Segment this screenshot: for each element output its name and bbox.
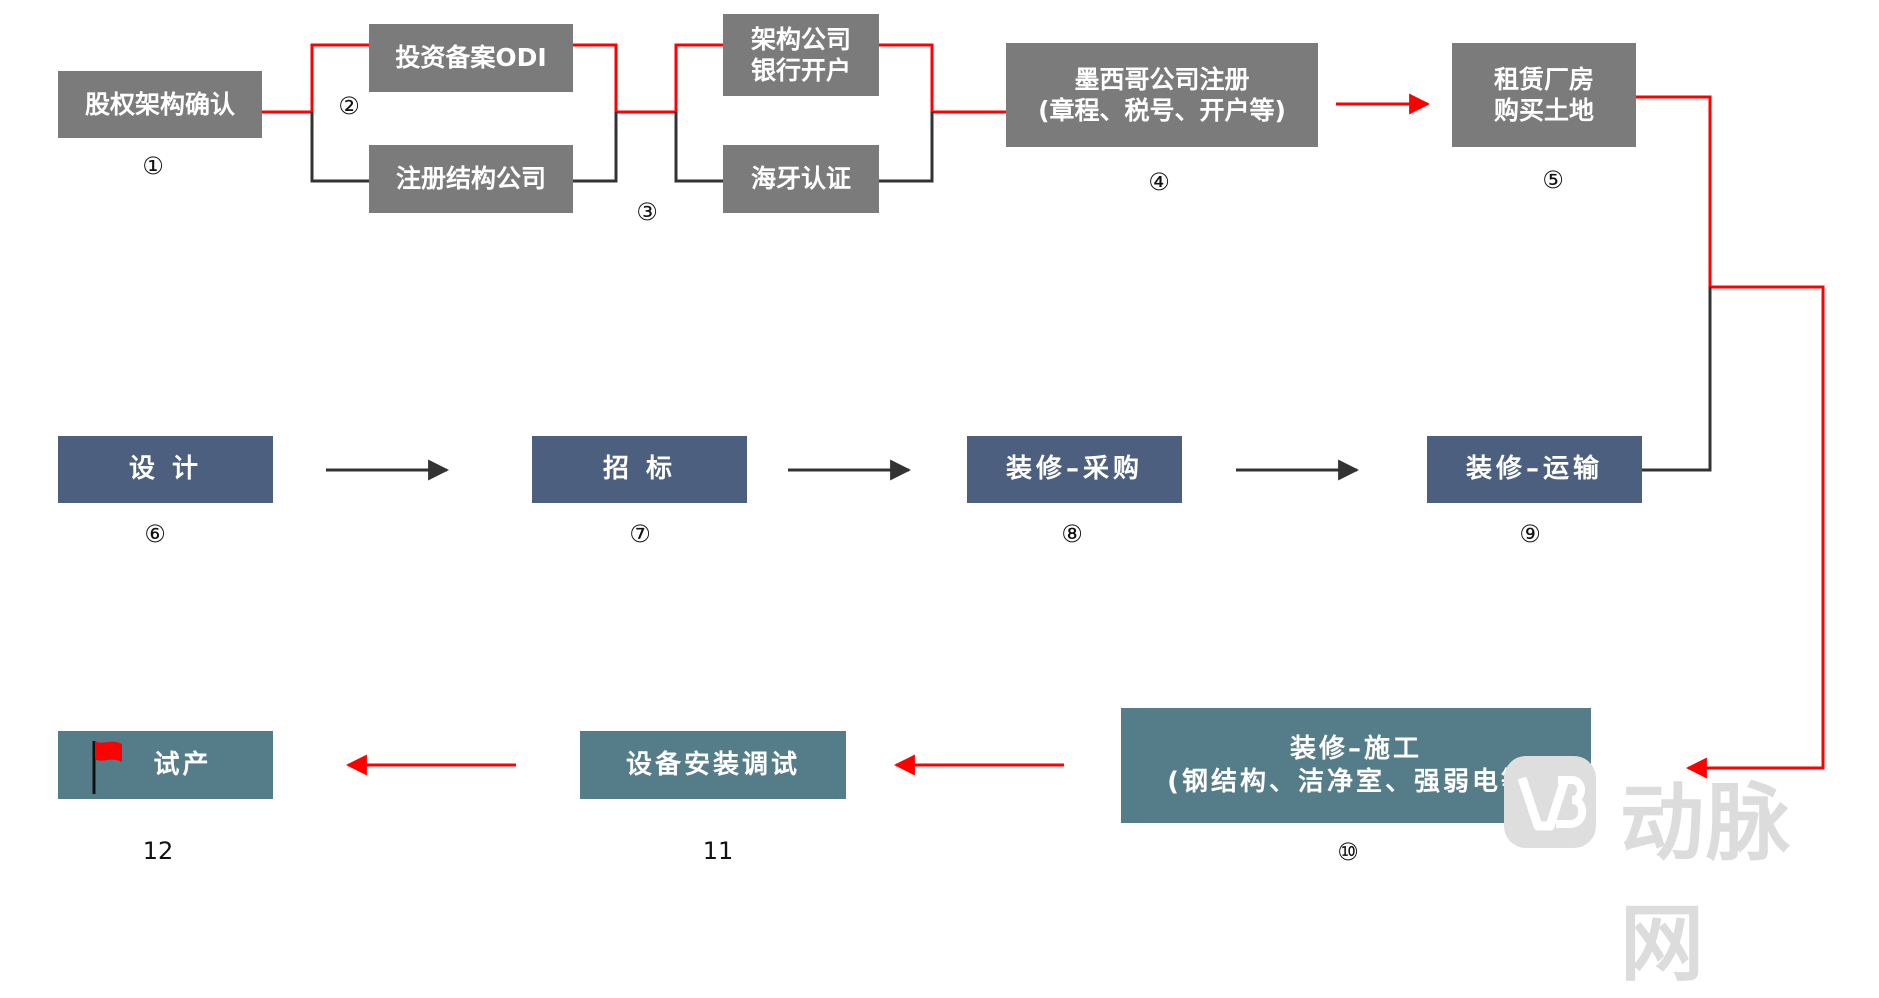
step-7-number: ⑦ (629, 520, 651, 548)
step-2b-box: 注册结构公司 (369, 145, 573, 213)
step-9-number: ⑨ (1519, 520, 1541, 548)
step-4-number: ④ (1148, 168, 1170, 196)
step-3a-line1: 架构公司 (750, 24, 851, 54)
connector-3b-4 (878, 112, 934, 183)
step-5-line1: 租赁厂房 (1493, 64, 1594, 94)
step-1-number: ① (142, 152, 164, 180)
step-2b-label: 注册结构公司 (395, 164, 546, 194)
step-1-label: 股权架构确认 (84, 89, 235, 119)
step-5-number: ⑤ (1542, 166, 1564, 194)
step-4-line2: (章程、税号、开户等) (1038, 96, 1286, 125)
step-3-number: ③ (636, 198, 658, 226)
step-10-line1: 装修–施工 (1289, 734, 1422, 764)
step-3a-line2: 银行开户 (750, 56, 851, 85)
step-2a-box: 投资备案ODI (369, 24, 573, 92)
connector-1-2 (262, 43, 370, 114)
vb-logo-icon (1504, 756, 1596, 848)
step-9-label: 装修–运输 (1465, 454, 1603, 485)
flow-connectors (262, 43, 1825, 779)
step-3b-label: 海牙认证 (750, 164, 851, 194)
step-8-label: 装修–采购 (1005, 454, 1143, 485)
watermark: 动脉网 (1500, 750, 1870, 993)
red-flag-icon (92, 741, 122, 794)
step-6-label: 设 计 (128, 454, 203, 485)
step-10-number: ⑩ (1337, 838, 1359, 866)
step-10-line2: (钢结构、洁净室、强弱电等) (1167, 766, 1545, 797)
step-3b-box: 海牙认证 (723, 145, 879, 213)
step-11-box: 设备安装调试 (580, 731, 846, 799)
connector-3b (674, 112, 724, 183)
step-6-number: ⑥ (144, 520, 166, 548)
step-11-label: 设备安装调试 (625, 749, 800, 780)
step-6-box: 设 计 (58, 436, 273, 503)
step-8-number: ⑧ (1061, 520, 1083, 548)
step-2-number: ② (338, 92, 360, 120)
connector-5-down (1636, 95, 1825, 779)
step-5-box: 租赁厂房 购买土地 (1452, 43, 1636, 147)
step-4-box: 墨西哥公司注册 (章程、税号、开户等) (1006, 43, 1318, 147)
step-1-box: 股权架构确认 (58, 71, 262, 138)
step-5-line2: 购买土地 (1493, 96, 1594, 125)
step-7-label: 招 标 (602, 454, 677, 485)
step-7-box: 招 标 (532, 436, 747, 503)
step-12-label: 试产 (153, 749, 212, 780)
step-4-line1: 墨西哥公司注册 (1074, 64, 1250, 94)
watermark-text: 动脉网 (1620, 774, 1793, 993)
step-3a-box: 架构公司 银行开户 (723, 14, 879, 96)
step-11-number: 11 (702, 837, 734, 865)
connector-2b-3 (572, 112, 618, 183)
step-8-box: 装修–采购 (967, 436, 1182, 503)
step-12-number: 12 (142, 837, 174, 865)
connector-1-2b (310, 112, 370, 183)
connector-3-4 (878, 43, 1007, 114)
connector-9 (1642, 287, 1712, 472)
step-2a-label: 投资备案ODI (395, 43, 547, 73)
step-9-box: 装修–运输 (1427, 436, 1642, 503)
connector-2-3 (572, 43, 724, 114)
